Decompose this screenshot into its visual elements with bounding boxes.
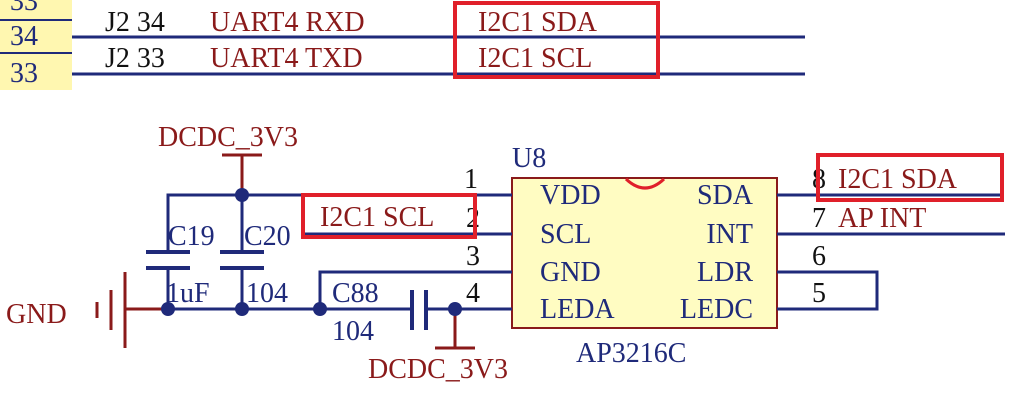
connector-pin-ref: J2 34 bbox=[105, 7, 165, 38]
junction-dot bbox=[313, 302, 327, 316]
gnd-to-pin3 bbox=[318, 270, 475, 309]
highlight-box bbox=[301, 193, 477, 239]
junction-dot bbox=[235, 302, 249, 316]
capacitor-ref: C20 bbox=[244, 221, 291, 252]
power-label-top: DCDC_3V3 bbox=[158, 122, 298, 153]
pin-number: 1 bbox=[464, 164, 478, 195]
junction-dot bbox=[161, 302, 175, 316]
ldr-ledc-loop bbox=[838, 270, 879, 311]
chip-nets: I2C1 SCL I2C1 SDA AP INT bbox=[301, 153, 1005, 311]
connector-pin-number: 33 bbox=[10, 58, 38, 89]
pin-name: LEDA bbox=[540, 294, 615, 325]
net-label-sda: I2C1 SDA bbox=[838, 164, 958, 195]
pin-number: 5 bbox=[812, 278, 826, 309]
highlight-box bbox=[453, 1, 660, 79]
pin-name: SDA bbox=[697, 180, 754, 211]
pin-name: SCL bbox=[540, 219, 591, 250]
connector-signal-label: UART4 RXD bbox=[210, 7, 365, 38]
connector-signal-label: UART4 TXD bbox=[210, 43, 363, 74]
connector-net-label: I2C1 SDA bbox=[478, 7, 598, 38]
power-label-bottom: DCDC_3V3 bbox=[368, 354, 508, 385]
chip-part-number: AP3216C bbox=[576, 338, 686, 369]
pin-name: LEDC bbox=[680, 294, 753, 325]
pin-number: 7 bbox=[812, 203, 826, 234]
pin-name: GND bbox=[540, 257, 601, 288]
connector-fragment: 33 34 33 J2 34 UART4 RXD I2C1 SDA J2 33 … bbox=[0, 0, 805, 90]
highlight-box bbox=[816, 153, 1004, 202]
capacitor-value: 104 bbox=[332, 316, 374, 347]
connector-pin-ref: J2 33 bbox=[105, 43, 165, 74]
pin-number: 4 bbox=[466, 278, 480, 309]
pin-number: 3 bbox=[466, 241, 480, 272]
connector-pin-number: 33 bbox=[10, 0, 38, 17]
pin-name: INT bbox=[706, 219, 753, 250]
pin-number: 6 bbox=[812, 241, 826, 272]
capacitor-value: 1uF bbox=[166, 278, 210, 309]
net-label-scl: I2C1 SCL bbox=[320, 202, 434, 233]
capacitor-value: 104 bbox=[246, 278, 288, 309]
junction-dot bbox=[235, 188, 249, 202]
connector-pin-number: 34 bbox=[10, 21, 38, 52]
pin1-notch bbox=[624, 177, 666, 190]
chip-ref: U8 bbox=[512, 143, 546, 174]
pin-name: LDR bbox=[697, 257, 753, 288]
chip-body bbox=[511, 177, 778, 329]
connector-pin-column bbox=[0, 0, 72, 90]
net-label-int: AP INT bbox=[838, 203, 926, 234]
connector-net-label: I2C1 SCL bbox=[478, 43, 592, 74]
chip-u8: U8 AP3216C 1 2 3 4 VDD SCL GND LEDA SDA … bbox=[455, 143, 838, 369]
power-and-capacitors: DCDC_3V3 C19 1uF C20 104 GND C88 104 bbox=[6, 122, 508, 385]
pin-name: VDD bbox=[540, 180, 601, 211]
ground-label: GND bbox=[6, 299, 67, 330]
capacitor-ref: C19 bbox=[168, 221, 215, 252]
capacitor-ref: C88 bbox=[332, 278, 379, 309]
